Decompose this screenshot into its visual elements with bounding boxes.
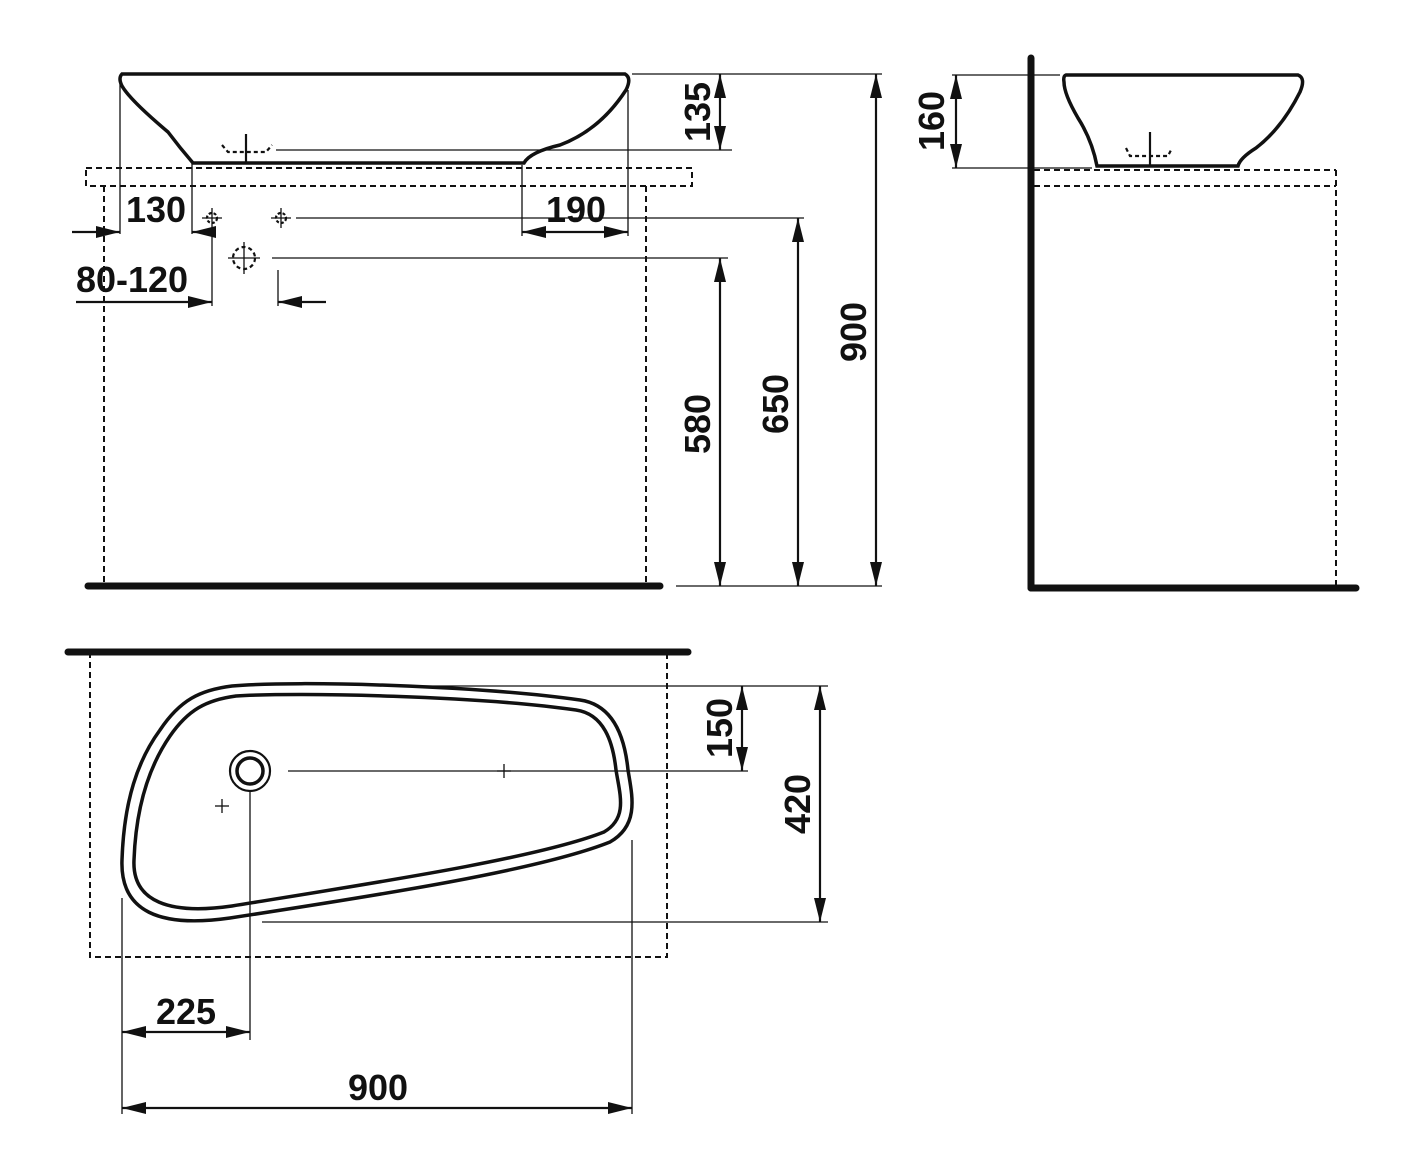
front-basin-outline [118, 72, 631, 165]
dim-580-label: 580 [677, 394, 718, 454]
side-view: 160 [911, 54, 1360, 592]
plan-view: 150 420 225 900 [64, 648, 828, 1114]
plan-basin-inner [132, 692, 623, 911]
dim-190-label: 190 [546, 189, 606, 230]
dim-130-label: 130 [126, 189, 186, 230]
drain-icon [228, 749, 272, 793]
front-view: 130 190 80-120 135 580 650 900 [72, 72, 882, 590]
tap-centre-mark [215, 799, 229, 813]
tap-hole-icon [271, 208, 291, 228]
dim-225-label: 225 [156, 991, 216, 1032]
dim-420-label: 420 [777, 774, 818, 834]
dim-135-label: 135 [677, 82, 718, 142]
dim-900-vertical-label: 900 [833, 302, 874, 362]
dim-150-label: 150 [699, 698, 740, 758]
dim-160-label: 160 [911, 91, 952, 151]
waste-outlet-icon [228, 242, 260, 274]
front-cabinet [103, 186, 647, 582]
plan-basin-outer [120, 681, 634, 923]
dim-900-horizontal-label: 900 [348, 1067, 408, 1108]
dim-80-120-label: 80-120 [76, 259, 188, 300]
tap-hole-icon [202, 208, 222, 228]
dim-650-label: 650 [755, 374, 796, 434]
plan-cabinet [89, 652, 668, 958]
front-countertop [85, 167, 693, 187]
side-countertop [1034, 169, 1337, 586]
side-basin-outline [1062, 73, 1305, 168]
